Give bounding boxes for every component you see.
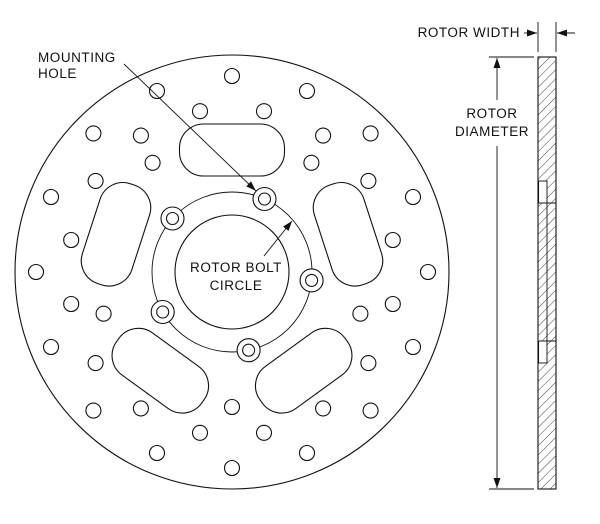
rotor-diameter-label-line1: ROTOR: [466, 106, 517, 121]
mounting-hole-callout: MOUNTING HOLE: [38, 50, 257, 192]
rotor-width-dimension: ROTOR WIDTH: [418, 22, 575, 52]
rotor-bolt-circle-label-line2: CIRCLE: [210, 278, 263, 293]
mounting-hole-leader-line: [123, 63, 257, 192]
mounting-hole: [252, 186, 277, 212]
vent-slot: [178, 123, 286, 177]
mounting-hole: [236, 338, 261, 363]
vent-slot: [80, 182, 152, 287]
mounting-hole: [160, 206, 185, 231]
mounting-hole: [299, 268, 324, 293]
drilled-holes-middle-ring: [63, 103, 401, 441]
vent-slot: [254, 327, 353, 414]
rotor-bolt-circle-callout: ROTOR BOLT CIRCLE: [190, 220, 293, 293]
rotor-outer-edge: [14, 54, 450, 490]
rotor-diameter-label-line2: DIAMETER: [455, 124, 529, 139]
drilled-holes-outer-ring: [27, 67, 437, 477]
section-bolt-hole-bottom: [538, 340, 548, 364]
hub-bore: [174, 214, 290, 330]
rotor-diameter-dimension: ROTOR DIAMETER: [455, 56, 534, 490]
mounting-hole-label-line2: HOLE: [38, 66, 77, 81]
mounting-hole-label-line1: MOUNTING: [38, 50, 116, 65]
vent-slot: [111, 327, 210, 414]
rotor-bolt-circle-leader-line: [263, 220, 293, 257]
section-bolt-hole-top: [538, 180, 548, 204]
vent-slots: [80, 123, 384, 414]
rotor-bolt-circle-label-line1: ROTOR BOLT: [190, 260, 282, 275]
rotor-width-label: ROTOR WIDTH: [418, 25, 520, 40]
drilled-holes-inner-ring: [95, 154, 369, 416]
mounting-hole: [150, 299, 175, 325]
vent-slot: [312, 182, 384, 287]
rotor-front-view: MOUNTING HOLE ROTOR BOLT CIRCLE: [14, 50, 450, 490]
mounting-holes: [150, 186, 324, 363]
rotor-side-view: ROTOR WIDTH ROTOR DIAMETER: [418, 22, 575, 490]
